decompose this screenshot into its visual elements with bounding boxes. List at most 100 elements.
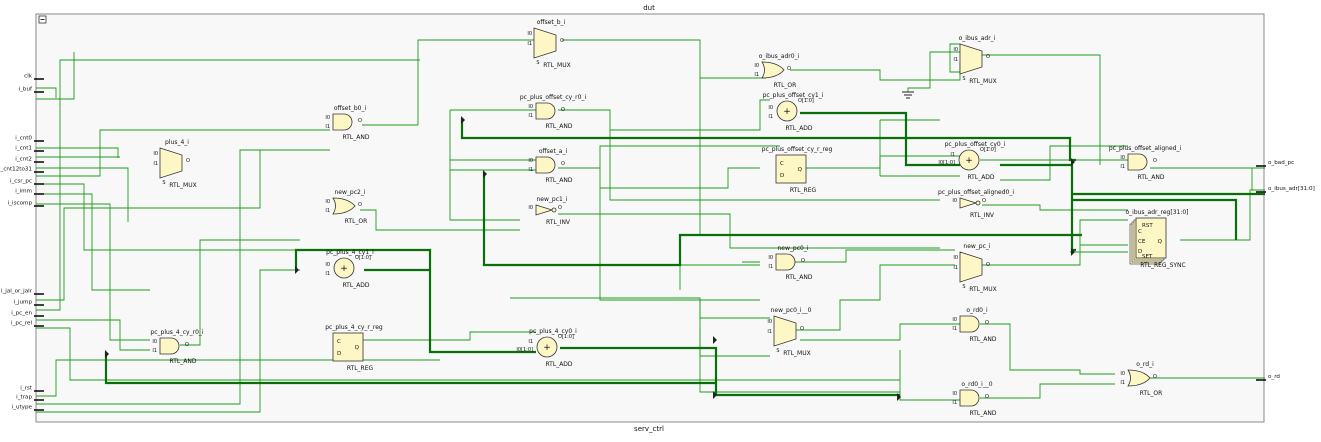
- pin-label: CE: [1138, 239, 1146, 245]
- bus-layer: [104, 111, 1265, 397]
- input-port-i_cnt1[interactable]: i_cnt1: [15, 146, 44, 152]
- pin-label: I0: [325, 199, 330, 205]
- input-port-clk[interactable]: clk: [24, 74, 44, 80]
- pin-label: I0[1:0]: [938, 160, 955, 166]
- input-port-i_cnt0[interactable]: i_cnt0: [15, 136, 44, 142]
- cell-o-ibus-adr-reg[interactable]: RSTCCEDSETQo_ibus_adr_reg[31:0]RTL_REG_S…: [1125, 209, 1188, 269]
- output-port-o_rd[interactable]: o_rd: [1256, 374, 1280, 381]
- pin-label: I0: [153, 151, 158, 157]
- input-port-label: i_pc_rel: [11, 321, 32, 327]
- input-port-label: i_cnt0: [15, 136, 32, 142]
- input-port-i_utype[interactable]: i_utype: [12, 405, 44, 411]
- pin-label: I1: [528, 339, 533, 345]
- cell-name: pc_plus_offset_aligned_i: [1109, 145, 1182, 152]
- input-port-label: i_jal_or_jalr: [1, 289, 33, 295]
- input-port-i_jump[interactable]: i_jump: [14, 300, 44, 306]
- add-symbol: +: [783, 107, 791, 117]
- input-port-i_trap[interactable]: i_trap: [16, 395, 44, 401]
- input-port-i_cnt2[interactable]: i_cnt2: [15, 157, 44, 163]
- pin-label: C: [337, 339, 341, 345]
- pin-label: O: [186, 158, 190, 164]
- cell-name: o_rd_i: [1136, 361, 1154, 368]
- input-port-label: i_utype: [12, 405, 33, 411]
- input-port-i_pc_en[interactable]: i_pc_en: [11, 311, 44, 317]
- collapse-toggle-icon[interactable]: [38, 15, 47, 24]
- cell-type: RTL_AND: [170, 358, 197, 365]
- pin-label: I0: [152, 339, 157, 345]
- pin-label: I0: [767, 319, 772, 325]
- cell-name: pc_plus_offset_cy1_i: [763, 92, 824, 99]
- pin-label: O: [800, 326, 804, 332]
- cell-name: o_ibus_adr0_i: [759, 53, 800, 60]
- input-port-label: i_trap: [16, 395, 32, 401]
- cell-type: RTL_OR: [1140, 390, 1163, 397]
- input-port-i_pc_rel[interactable]: i_pc_rel: [11, 321, 44, 327]
- pin-label: I0: [952, 198, 957, 204]
- input-port-i_rst[interactable]: i_rst: [20, 386, 44, 392]
- cell-name: o_rd0_i: [966, 307, 988, 314]
- output-port-o_ibus_adr310[interactable]: o_ibus_adr[31:0]: [1256, 186, 1315, 193]
- input-port-i_csr_pc[interactable]: i_csr_pc: [10, 179, 44, 185]
- cell-name: pc_plus_offset_cy_r0_i: [520, 94, 587, 101]
- input-port-i_imm[interactable]: i_imm: [15, 189, 44, 195]
- cell-name: o_ibus_adr_reg[31:0]: [1125, 209, 1188, 216]
- arrow-markers: [105, 116, 1075, 401]
- pin-label: O: [558, 205, 562, 211]
- pin-label: I1: [325, 208, 330, 214]
- pin-label: O: [986, 262, 990, 268]
- pin-label: I0: [527, 31, 532, 37]
- input-port-label: i_jump: [14, 300, 33, 306]
- cell-type: RTL_ADD: [342, 282, 369, 289]
- input-port-i_jal_or_jalr[interactable]: i_jal_or_jalr: [1, 289, 44, 295]
- output-port-label: o_rd: [1268, 374, 1280, 380]
- pin-label: I0: [768, 105, 773, 111]
- input-port-label: i_imm: [15, 189, 32, 195]
- output-port-o_bad_pc[interactable]: o_bad_pc: [1256, 160, 1294, 167]
- cell-name: pc_plus_4_cy_r_reg: [325, 324, 383, 331]
- pin-label: I1: [1120, 164, 1125, 170]
- input-port-i_cnt12to31[interactable]: i_cnt12to31: [0, 167, 44, 173]
- pin-label: S: [162, 180, 165, 186]
- cell-type: RTL_MUX: [169, 182, 196, 189]
- input-port-i_buf[interactable]: i_buf: [19, 87, 44, 93]
- pin-label: I1: [153, 161, 158, 167]
- pin-label: O: [561, 161, 565, 167]
- input-port-label: i_cnt1: [15, 146, 32, 152]
- pin-label: I1: [528, 113, 533, 119]
- cell-pc-plus-offset-cy0-i[interactable]: +I1I0[1:0]O[1:0]pc_plus_offset_cy0_iRTL_…: [938, 141, 1005, 181]
- cell-name: new_pc0_i__0: [771, 307, 812, 314]
- output-port-label: o_bad_pc: [1268, 160, 1294, 166]
- pin-label: O: [561, 107, 565, 113]
- pin-label: O: [985, 320, 989, 326]
- cell-name: pc_plus_offset_cy_r_reg: [762, 146, 833, 153]
- output-port-label: o_ibus_adr[31:0]: [1268, 186, 1315, 192]
- pin-label: RST: [1142, 223, 1153, 229]
- pin-label: O[1:0]: [980, 147, 996, 153]
- input-port-i_iscomp[interactable]: i_iscomp: [8, 201, 44, 207]
- cell-type: RTL_INV: [970, 212, 995, 219]
